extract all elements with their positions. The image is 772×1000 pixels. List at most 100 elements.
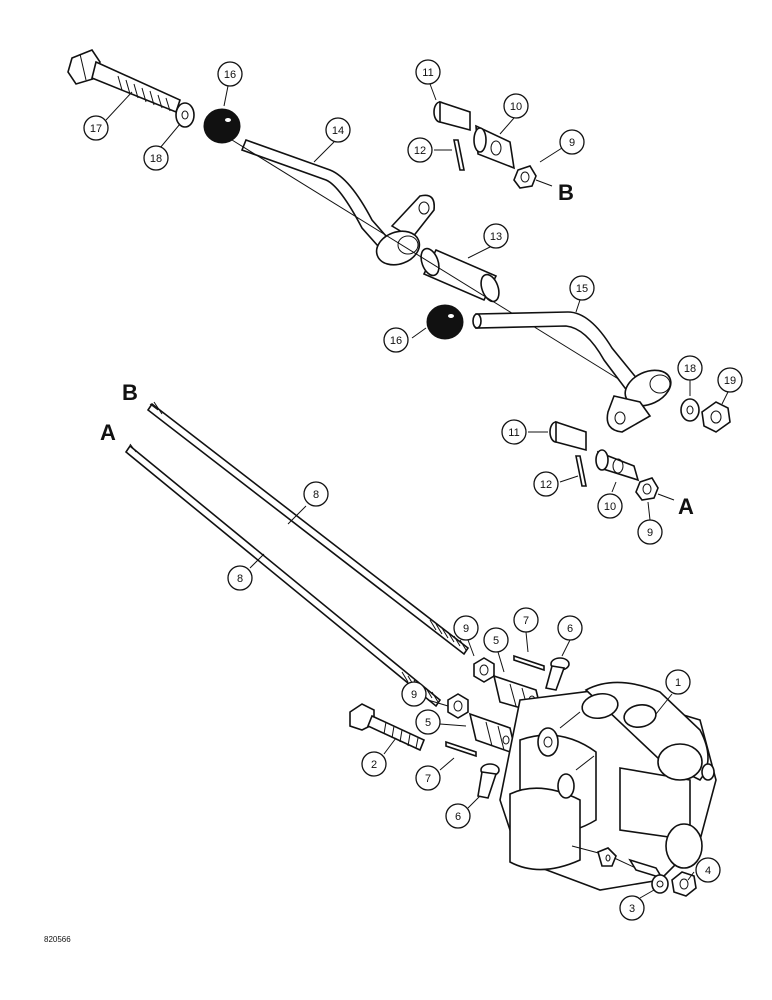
callout-3: 3 [619,895,645,921]
callout-12-lower: 12 [533,471,559,497]
part-14-lever [240,138,436,266]
part-16-knob-upper [203,108,241,144]
part-2-bolt [349,703,426,752]
callout-18-lower-text: 18 [684,363,696,375]
callout-15: 15 [569,275,595,301]
letter-b-rod: B [122,380,138,405]
callout-12-lower-text: 12 [540,479,552,491]
callout-6-lower: 6 [445,803,471,829]
callout-7-lower: 7 [415,765,441,791]
part-12-cotter-pin-upper [453,139,465,171]
callout-6-upper: 6 [557,615,583,641]
callout-5-upper: 5 [483,627,509,653]
callout-7-upper: 7 [513,607,539,633]
leader-b-upper [535,179,553,187]
part-11-pin-lower [549,420,587,452]
callout-18-upper: 18 [143,145,169,171]
leader-lines [105,83,729,899]
callout-9-upper-text: 9 [569,137,575,149]
callout-15-text: 15 [576,283,588,295]
part-7-cotter-pin-upper [513,654,545,672]
callout-14-text: 14 [332,125,344,137]
part-8-rod-a [124,443,442,708]
part-4-nut [671,871,697,897]
callout-6-lower-text: 6 [455,811,461,823]
part-1-valve-body [499,681,717,891]
assembly-axis-line [231,139,621,381]
part-3-washer-hole [656,880,664,888]
part-15-lever [472,311,672,433]
part-18-washer-upper [175,102,195,128]
part-10-clevis-lower [595,449,640,482]
part-11-pin-upper [433,100,471,132]
callout-4-text: 4 [705,865,711,877]
callout-5-upper-text: 5 [493,635,499,647]
callout-10-lower-text: 10 [604,501,616,513]
letter-b-upper: B [558,180,574,205]
callout-1: 1 [665,669,691,695]
callout-18-upper-text: 18 [150,153,162,165]
callout-11-lower-text: 11 [508,427,519,439]
callout-8-rod-a-text: 8 [237,573,243,585]
callout-7-lower-text: 7 [425,773,431,785]
callout-10-lower: 10 [597,493,623,519]
part-17-bolt [67,49,181,114]
callout-17-text: 17 [90,123,102,135]
letter-a-rod: A [100,420,116,445]
part-10-clevis-upper [473,124,516,170]
callout-2: 2 [361,751,387,777]
callout-13: 13 [483,223,509,249]
part-19-nut [701,401,731,433]
callout-9-lower-text: 9 [647,527,653,539]
callout-12-upper: 12 [407,137,433,163]
callout-19-text: 19 [724,375,736,387]
part-3-washer [651,874,669,894]
callout-19: 19 [717,367,743,393]
callout-8-rod-a: 8 [227,565,253,591]
callout-16-upper: 16 [217,61,243,87]
callout-1-text: 1 [675,677,681,689]
callout-9-lower: 9 [637,519,663,545]
callout-16-lower-text: 16 [390,335,402,347]
callout-9-valve-upper: 9 [453,615,479,641]
part-9-nut-lower [635,477,659,501]
callout-13-text: 13 [490,231,502,243]
callout-11-upper-text: 11 [422,67,433,79]
drawing-code: 820566 [44,935,71,944]
part-13-sleeve [420,247,500,303]
part-8-rod-b [146,401,470,656]
callout-9-upper: 9 [559,129,585,155]
callout-12-upper-text: 12 [414,145,426,157]
part-16-knob-lower-highlight [448,314,454,318]
callout-3-text: 3 [629,903,635,915]
callout-16-lower: 16 [383,327,409,353]
part-16-knob-upper-highlight [225,118,231,122]
part-9-nut-valve-upper [473,657,495,683]
part-9-nut-valve-lower [447,693,469,719]
callout-11-lower: 11 [501,419,527,445]
callout-8-rod-b-text: 8 [313,489,319,501]
leader-a-lower [657,493,675,501]
callout-9-valve-lower-text: 9 [411,689,417,701]
callout-14: 14 [325,117,351,143]
callout-5-lower: 5 [415,709,441,735]
part-18-washer-upper-hole [181,110,189,120]
part-9-nut-upper [513,165,537,189]
callout-8-rod-b: 8 [303,481,329,507]
callout-9-valve-lower: 9 [401,681,427,707]
part-6-pin-upper [545,657,570,691]
callout-16-upper-text: 16 [224,69,236,81]
callout-2-text: 2 [371,759,377,771]
callout-7-upper-text: 7 [523,615,529,627]
part-18-washer-lower [680,398,700,422]
letter-a-lower: A [678,494,694,519]
callout-6-upper-text: 6 [567,623,573,635]
part-7-cotter-pin-lower [445,740,477,758]
part-16-knob-lower [426,304,464,340]
callout-18-lower: 18 [677,355,703,381]
part-18-washer-lower-hole [686,405,694,415]
callout-11-upper: 11 [415,59,441,85]
part-5-clevis-lower [468,712,518,756]
